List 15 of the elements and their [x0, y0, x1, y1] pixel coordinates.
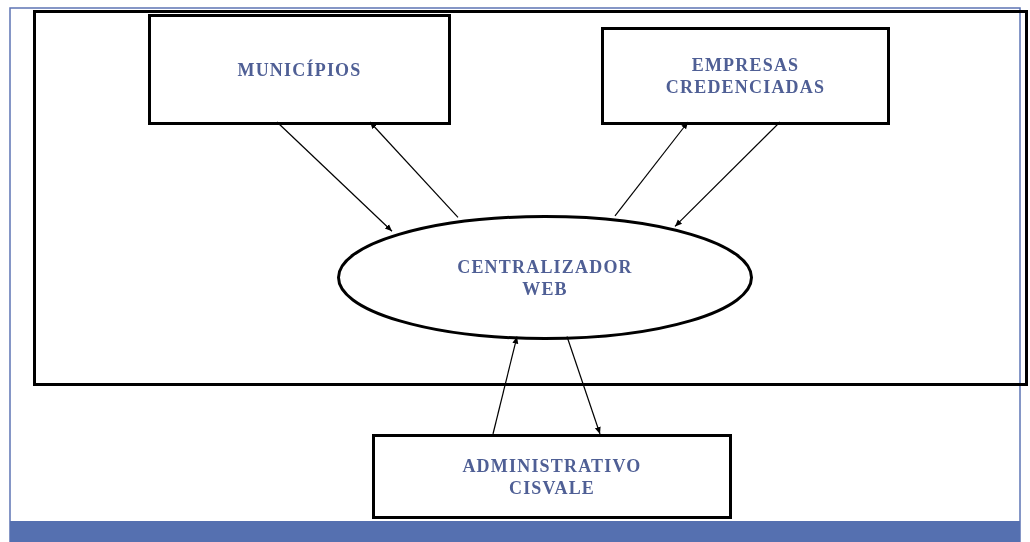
arrow — [614, 121, 689, 217]
arrow — [492, 335, 519, 435]
node-label: ADMINISTRATIVO CISVALE — [461, 454, 643, 499]
node-label: CENTRALIZADOR WEB — [456, 255, 634, 300]
process-box — [372, 434, 732, 519]
process-box — [601, 27, 890, 125]
arrow — [566, 335, 601, 435]
process-ellipse — [337, 215, 753, 340]
node-label: MUNICÍPIOS — [237, 58, 362, 81]
arrow — [674, 121, 781, 228]
node-label: EMPRESAS CREDENCIADAS — [664, 54, 827, 98]
arrow — [369, 121, 459, 218]
process-box — [148, 14, 451, 125]
boundary-box — [33, 10, 1028, 386]
arrow — [276, 121, 393, 232]
